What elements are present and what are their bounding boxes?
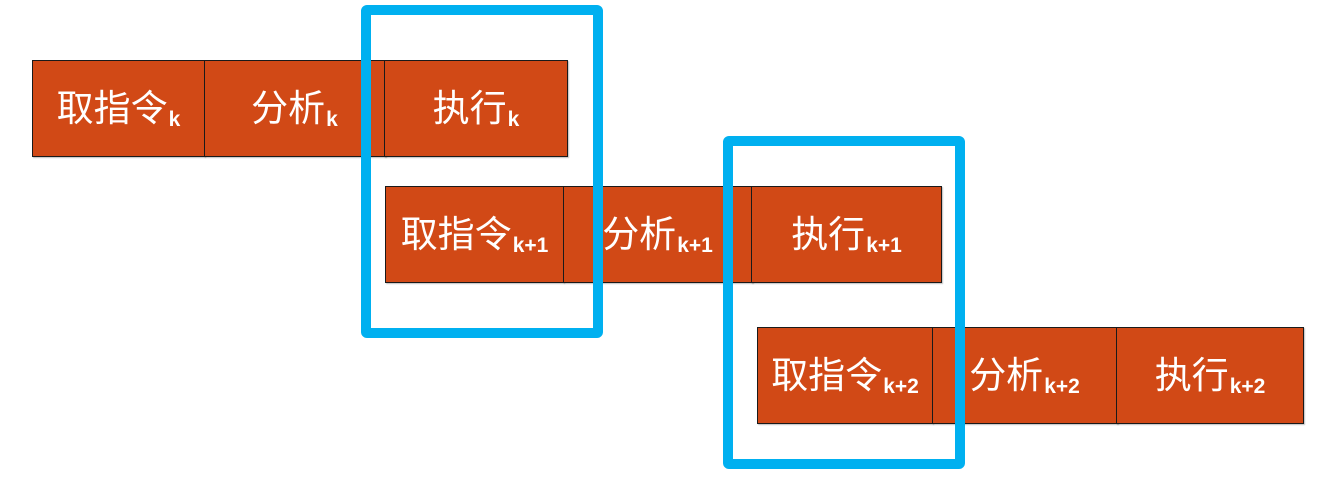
stage-subscript: k xyxy=(507,107,520,131)
stage-subscript: k+2 xyxy=(1044,374,1080,398)
stage-label: 取指令 xyxy=(400,213,512,256)
stage-subscript: k xyxy=(326,107,338,131)
stage-subscript: k+1 xyxy=(677,233,713,257)
stage-subscript: k+1 xyxy=(866,233,902,257)
stage-label: 取指令 xyxy=(771,354,883,397)
stage-label: 执行 xyxy=(432,87,507,130)
stage-subscript: k+1 xyxy=(512,233,549,257)
overlap-highlight-box-1 xyxy=(361,5,603,338)
stage-label: 取指令 xyxy=(56,87,168,130)
overlap-highlight-box-2 xyxy=(723,136,965,469)
stage-label: 分析 xyxy=(602,213,677,256)
stage-label: 分析 xyxy=(969,354,1044,397)
stage-subscript: k+2 xyxy=(1229,374,1266,398)
stage-subscript: k xyxy=(168,107,181,131)
stage-label: 执行 xyxy=(1154,354,1229,397)
stage-label: 分析 xyxy=(251,87,326,130)
stage-label: 执行 xyxy=(791,213,866,256)
stage-subscript: k+2 xyxy=(883,374,919,398)
